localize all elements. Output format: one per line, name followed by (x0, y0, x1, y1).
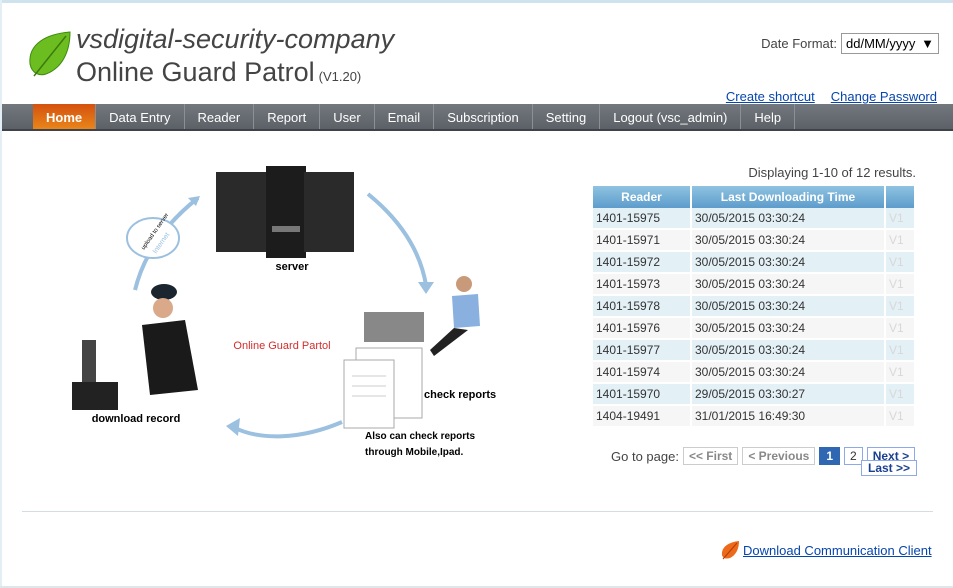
server-icon (216, 166, 354, 258)
time-cell: 31/01/2015 16:49:30 (691, 405, 886, 428)
mobile-line1: Also can check reports (365, 431, 475, 442)
nav-data-entry[interactable]: Data Entry (96, 104, 185, 129)
leaf-logo-icon (29, 31, 71, 77)
reader-cell: 1401-15975 (593, 208, 692, 230)
time-cell: 30/05/2015 03:30:24 (691, 273, 886, 296)
nav-subscription[interactable]: Subscription (434, 104, 533, 129)
dropdown-arrow-icon: ▼ (921, 36, 934, 51)
col-reader[interactable]: Reader (593, 186, 692, 208)
version-cell: V1 (885, 251, 916, 274)
nav-logout[interactable]: Logout (vsc_admin) (600, 104, 742, 129)
guard-icon (142, 284, 198, 395)
col-last-download[interactable]: Last Downloading Time (691, 186, 886, 208)
cloud-icon (126, 217, 180, 259)
reader-cell: 1401-15972 (593, 251, 692, 274)
time-cell: 30/05/2015 03:30:24 (691, 251, 886, 274)
office-worker-icon (364, 276, 480, 356)
check-label: check reports (424, 389, 496, 401)
download-client: Download Communication Client (720, 540, 932, 560)
results-status: Displaying 1-10 of 12 results. (748, 165, 916, 180)
reader-cell: 1401-15971 (593, 229, 692, 252)
date-format-select[interactable]: dd/MM/yyyy ▼ (841, 33, 939, 54)
reader-cell: 1401-15978 (593, 295, 692, 318)
version-cell: V1 (885, 273, 916, 296)
server-label: server (275, 261, 309, 273)
version-cell: V1 (885, 208, 916, 230)
reader-cell: 1401-15974 (593, 361, 692, 384)
header-links: Create shortcut Change Password (726, 89, 937, 104)
time-cell: 30/05/2015 03:30:24 (691, 229, 886, 252)
nav-email[interactable]: Email (375, 104, 435, 129)
nav-reader[interactable]: Reader (185, 104, 255, 129)
arrow-down-icon (366, 192, 428, 286)
pager: Go to page: << First < Previous 1 2 Next… (611, 447, 916, 465)
first-page-button[interactable]: << First (682, 447, 739, 465)
version-cell: V1 (885, 361, 916, 384)
company-name: vsdigital-security-company (76, 24, 395, 54)
reader-device-icon (72, 340, 118, 410)
center-label: Online Guard Partol (233, 340, 330, 352)
change-password-link[interactable]: Change Password (830, 89, 937, 104)
time-cell: 30/05/2015 03:30:24 (691, 361, 886, 384)
pager-label: Go to page: (611, 448, 679, 464)
mobile-line2: through Mobile,Ipad. (365, 447, 464, 458)
reader-cell: 1401-15976 (593, 317, 692, 340)
nav-help[interactable]: Help (741, 104, 796, 129)
version: (V1.20) (318, 69, 362, 84)
left-band (0, 0, 2, 588)
orange-leaf-icon (721, 541, 739, 560)
version-cell: V1 (885, 383, 916, 406)
version-cell: V1 (885, 295, 916, 318)
nav-report[interactable]: Report (254, 104, 321, 129)
date-format: Date Format: dd/MM/yyyy ▼ (761, 33, 939, 54)
create-shortcut-link[interactable]: Create shortcut (725, 89, 815, 104)
time-cell: 30/05/2015 03:30:24 (691, 208, 886, 230)
product-title: Online Guard Patrol(V1.20) (76, 57, 361, 88)
nav-setting[interactable]: Setting (533, 104, 601, 129)
arrow-left-icon (234, 420, 343, 439)
nav-home[interactable]: Home (33, 104, 97, 129)
bottom-border (0, 586, 953, 588)
time-cell: 30/05/2015 03:30:24 (691, 317, 886, 340)
date-format-label: Date Format: (761, 36, 837, 51)
time-cell: 30/05/2015 03:30:24 (691, 295, 886, 318)
top-band (0, 0, 953, 3)
download-label: download record (92, 413, 181, 425)
date-format-value: dd/MM/yyyy (846, 36, 916, 51)
time-cell: 30/05/2015 03:30:24 (691, 339, 886, 362)
version-cell: V1 (885, 339, 916, 362)
reports-icon (343, 347, 423, 429)
reader-cell: 1401-15977 (593, 339, 692, 362)
col-version (885, 186, 916, 208)
previous-page-button[interactable]: < Previous (742, 447, 816, 465)
workflow-illustration: server upload to server Internet downloa… (72, 166, 496, 458)
reader-cell: 1401-15973 (593, 273, 692, 296)
reader-cell: 1401-15970 (593, 383, 692, 406)
version-cell: V1 (885, 405, 916, 428)
footer-divider (22, 511, 933, 512)
download-client-link[interactable]: Download Communication Client (743, 542, 932, 558)
reader-cell: 1404-19491 (593, 405, 692, 428)
version-cell: V1 (885, 229, 916, 252)
nav-user[interactable]: User (320, 104, 375, 129)
page-1-button[interactable]: 1 (819, 447, 841, 465)
time-cell: 29/05/2015 03:30:27 (691, 383, 886, 406)
product-name: Online Guard Patrol (76, 57, 315, 87)
last-page-button[interactable]: Last >> (861, 460, 918, 476)
main-nav: Home Data Entry Reader Report User Email… (2, 104, 953, 131)
version-cell: V1 (885, 317, 916, 340)
page-2-button[interactable]: 2 (844, 447, 863, 465)
